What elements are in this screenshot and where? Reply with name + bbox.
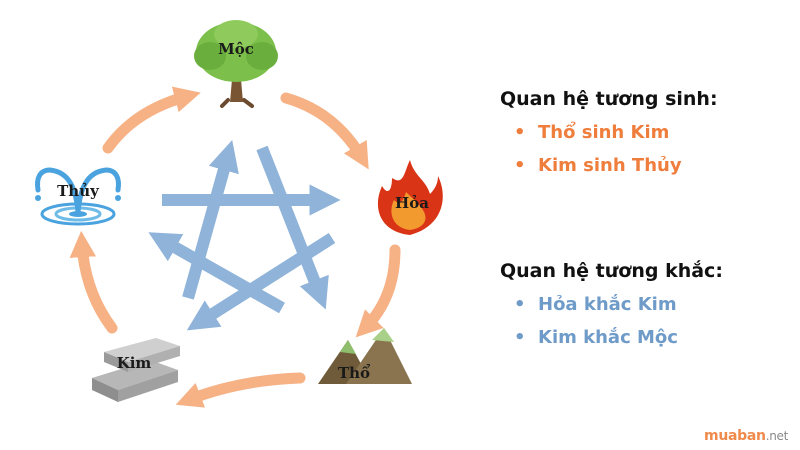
generating-relations-title: Quan hệ tương sinh:	[500, 88, 718, 110]
node-label-thuy: Thủy	[57, 182, 100, 200]
node-label-moc: Mộc	[218, 40, 254, 58]
arrow-star-3	[186, 232, 336, 331]
node-label-tho: Thổ	[338, 364, 371, 382]
list-item: • Thổ sinh Kim	[514, 116, 790, 149]
list-item-text: Thổ sinh Kim	[538, 122, 670, 143]
arrow-star-4	[148, 232, 285, 314]
overcoming-relations-panel: Quan hệ tương khắc: • Hỏa khắc Kim • Kim k…	[500, 260, 790, 354]
arrow-star-2	[256, 145, 329, 310]
mountain-icon	[318, 328, 412, 384]
metal-bars-icon	[92, 338, 180, 402]
arrow-tho-to-kim	[175, 372, 306, 408]
overcoming-relations-list: • Hỏa khắc Kim • Kim khắc Mộc	[500, 288, 790, 354]
bullet-icon: •	[514, 155, 526, 176]
arrow-star-5	[182, 139, 239, 300]
generating-cycle-arrows	[69, 86, 401, 408]
bullet-icon: •	[514, 294, 526, 315]
arrow-hoa-to-tho	[355, 244, 401, 338]
list-item: • Hỏa khắc Kim	[514, 288, 790, 321]
arrow-moc-to-hoa	[280, 92, 369, 170]
list-item: • Kim sinh Thủy	[514, 149, 790, 182]
overcoming-star-arrows	[148, 139, 341, 331]
list-item-text: Kim khắc Mộc	[538, 327, 678, 348]
fire-icon	[377, 160, 443, 235]
list-item: • Kim khắc Mộc	[514, 321, 790, 354]
overcoming-relations-title: Quan hệ tương khắc:	[500, 260, 723, 282]
brand-suffix: .net	[765, 429, 789, 443]
brand-logo: muaban.net	[704, 428, 788, 444]
node-label-kim: Kim	[117, 354, 152, 372]
list-item-text: Kim sinh Thủy	[538, 155, 682, 176]
bullet-icon: •	[514, 327, 526, 348]
list-item-text: Hỏa khắc Kim	[538, 294, 677, 315]
generating-relations-list: • Thổ sinh Kim • Kim sinh Thủy	[500, 116, 790, 182]
tree-icon	[194, 20, 278, 108]
generating-relations-panel: Quan hệ tương sinh: • Thổ sinh Kim • Kim s…	[500, 88, 790, 182]
brand-name: muaban	[704, 428, 766, 444]
five-elements-diagram: Mộc Hỏa Thổ Kim Thủy	[35, 20, 443, 408]
water-fountain-icon	[35, 167, 121, 226]
bullet-icon: •	[514, 122, 526, 143]
node-label-hoa: Hỏa	[395, 194, 429, 212]
arrow-kim-to-thuy	[69, 230, 118, 334]
arrow-thuy-to-moc	[102, 86, 201, 154]
